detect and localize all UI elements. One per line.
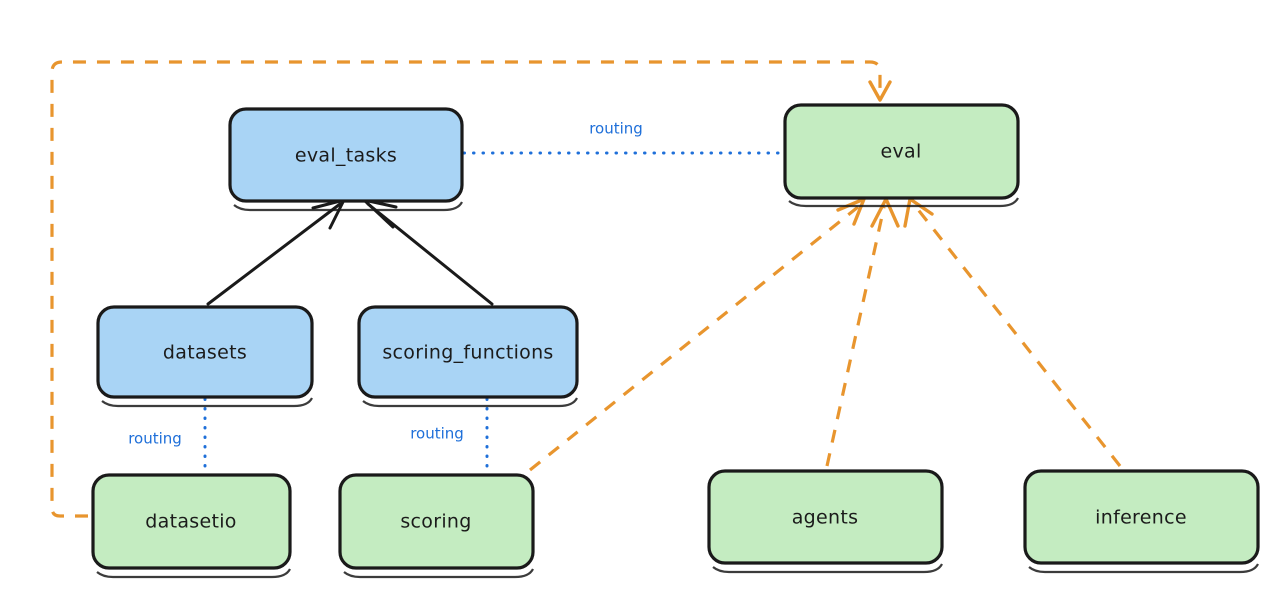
node-label-scoring_functions: scoring_functions (382, 342, 553, 364)
node-scoring[interactable]: scoring (338, 473, 535, 579)
node-label-eval_tasks: eval_tasks (295, 145, 397, 167)
node-label-datasetio: datasetio (145, 511, 236, 533)
node-eval_tasks[interactable]: eval_tasks (228, 107, 464, 212)
node-agents[interactable]: agents (707, 469, 944, 574)
node-label-inference: inference (1095, 507, 1187, 529)
node-shape-scoring_functions (357, 305, 579, 399)
edge-label-group: routing routing routing (128, 120, 643, 448)
edge-scoring-eval[interactable] (528, 197, 866, 472)
edge-agents-eval[interactable] (825, 197, 900, 467)
edge-datasetio-eval[interactable] (50, 60, 892, 518)
edge-group-composition (206, 198, 494, 306)
node-inference[interactable]: inference (1023, 469, 1260, 574)
node-label-scoring: scoring (400, 511, 471, 533)
node-shape-inference (1023, 469, 1260, 565)
node-label-datasets: datasets (163, 342, 247, 364)
node-shape-datasets (96, 305, 314, 399)
edge-group-routing (203, 151, 785, 475)
node-datasetio[interactable]: datasetio (91, 473, 292, 579)
node-shape-agents (707, 469, 944, 565)
node-label-agents: agents (792, 507, 859, 529)
edge-label-routing-datasets: routing (128, 430, 182, 448)
edge-label-routing-scoring-functions: routing (410, 425, 464, 443)
node-shape-eval (783, 103, 1020, 200)
edge-inference-eval[interactable] (903, 197, 1122, 467)
node-scoring_functions[interactable]: scoring_functions (357, 305, 579, 408)
node-shape-scoring (338, 473, 535, 570)
edge-datasets-eval_tasks[interactable] (206, 198, 346, 306)
edge-scoring_functions-eval_tasks[interactable] (362, 198, 494, 306)
node-label-eval: eval (880, 141, 921, 163)
node-shape-datasetio (91, 473, 292, 570)
node-eval[interactable]: eval (783, 103, 1020, 208)
node-shape-eval_tasks (228, 107, 464, 203)
edge-label-routing-eval-tasks: routing (589, 120, 643, 138)
node-datasets[interactable]: datasets (96, 305, 314, 408)
